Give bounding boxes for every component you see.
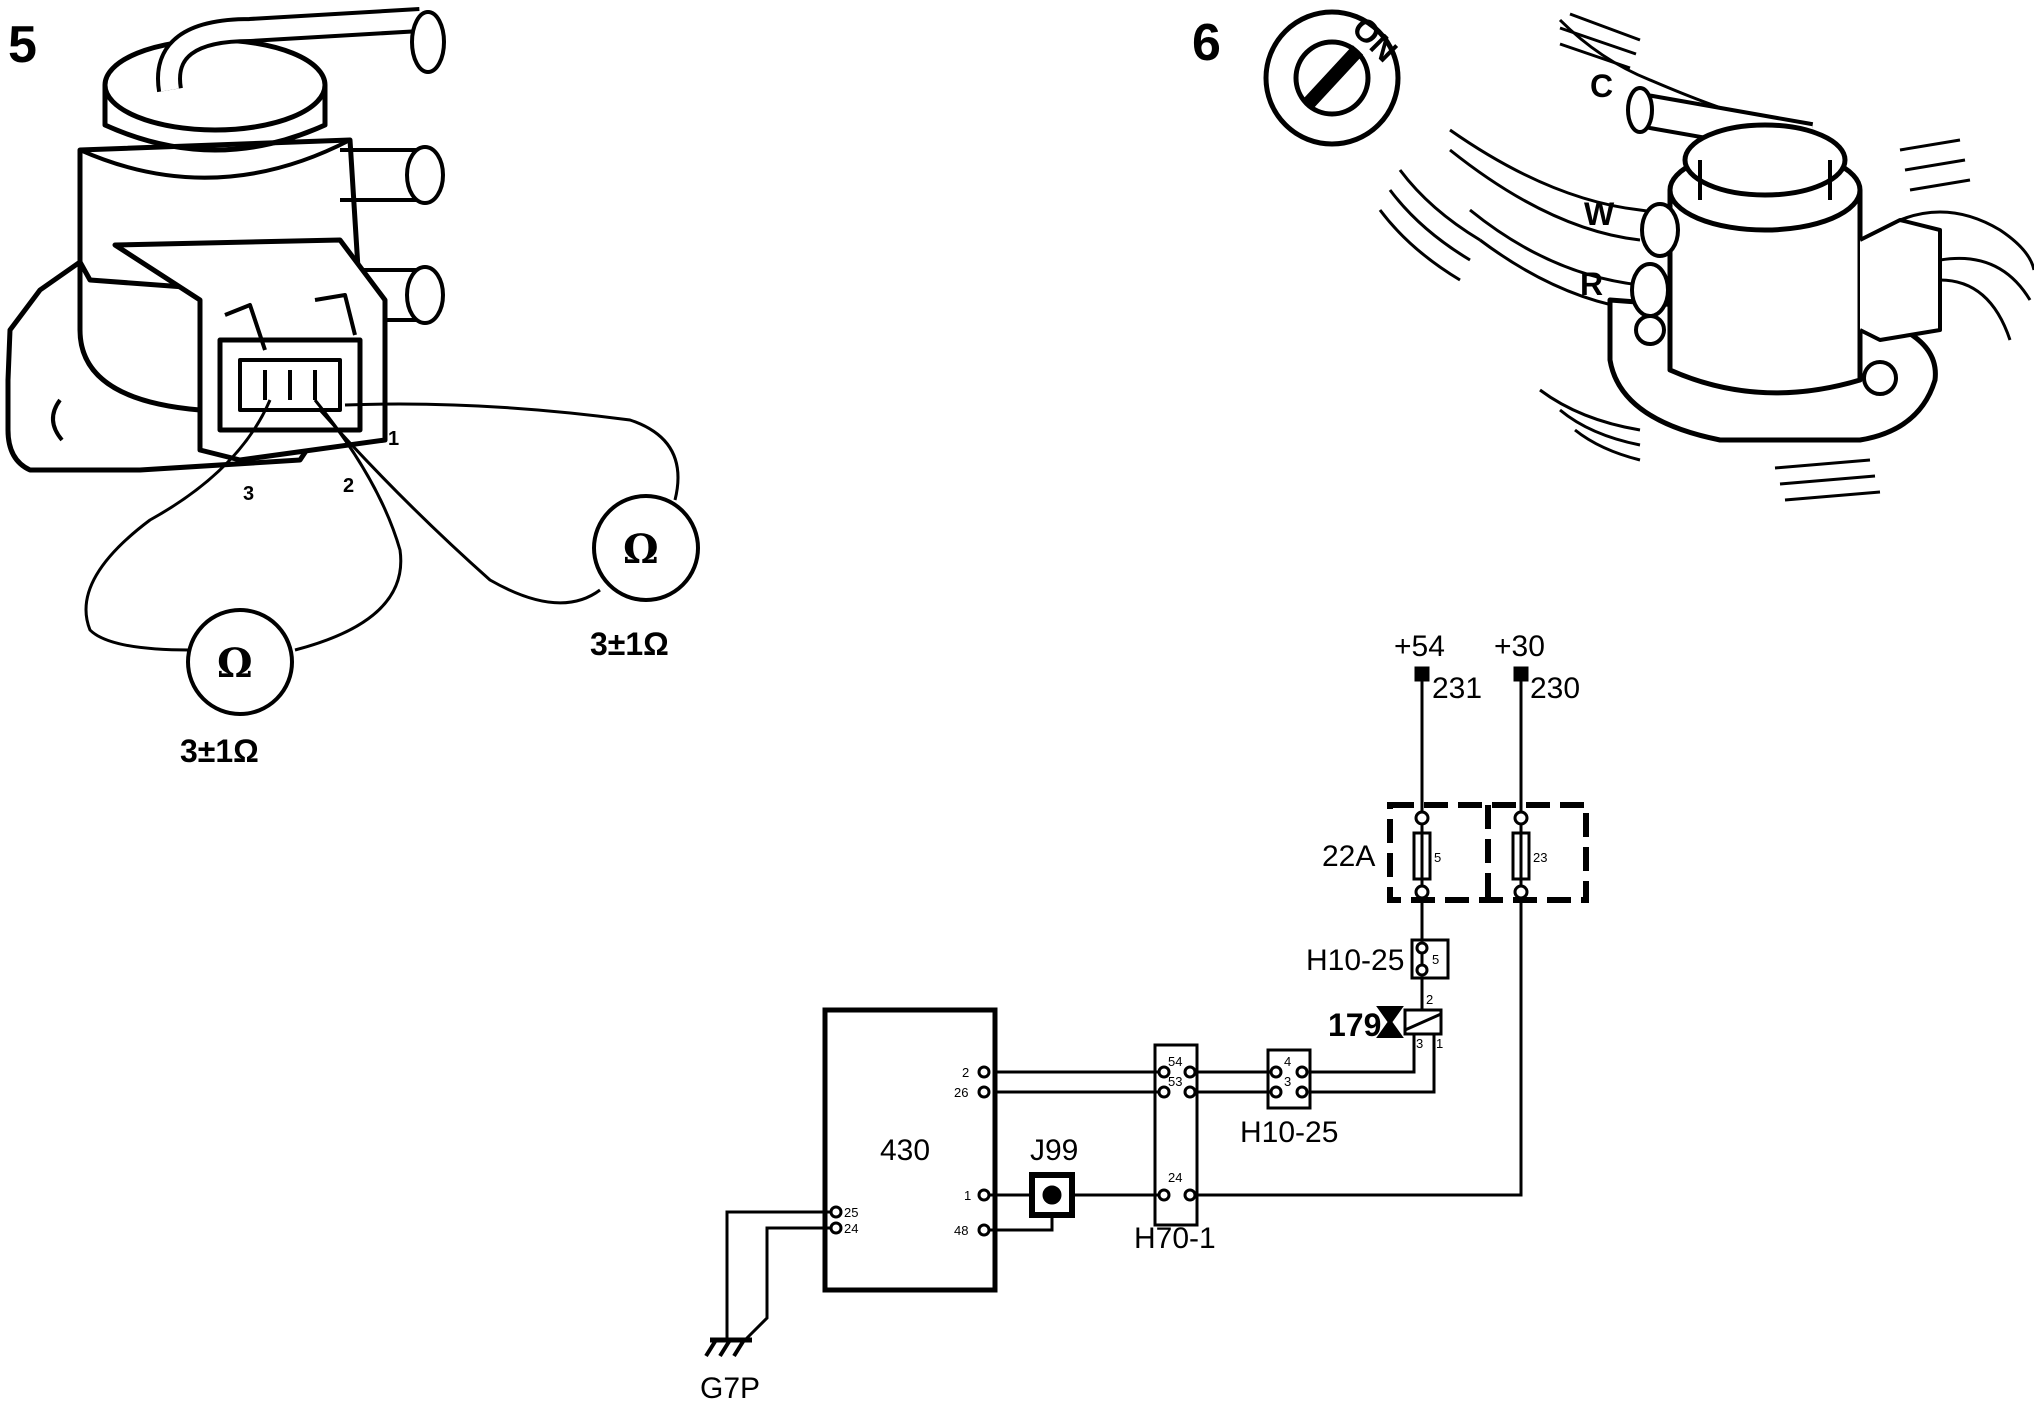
- valve-pin-3: 3: [1416, 1036, 1423, 1051]
- ohmmeter-right: Ω: [592, 494, 700, 602]
- connector-h70-label: H70-1: [1134, 1222, 1216, 1255]
- connector-mid-label: H10-25: [1240, 1116, 1338, 1149]
- junction-label: J99: [1030, 1134, 1078, 1167]
- junction-j99: J99: [1029, 1134, 1078, 1218]
- supply-30-terminal: +30: [1494, 630, 1545, 663]
- reading-left: 3±1Ω: [180, 733, 259, 769]
- valve-body: [1667, 190, 1863, 396]
- connector-top-label: H10-25: [1306, 944, 1404, 977]
- supply-54-terminal: +54: [1394, 630, 1445, 663]
- ecu-pin-48: 48: [954, 1223, 968, 1238]
- hose-label-r: R: [1580, 266, 1603, 302]
- fuse-box-22a: 22A 5 23: [1322, 802, 1589, 903]
- ground-label: G7P: [700, 1372, 760, 1405]
- valve-label: 179: [1328, 1007, 1381, 1043]
- connector-h10-25-top: 5 H10-25: [1306, 938, 1450, 980]
- pin-label-3: 3: [243, 483, 254, 505]
- figure-6-number: 6: [1192, 14, 1221, 72]
- ecu-pin-2: 2: [962, 1065, 969, 1080]
- connector-h70-pin-54: 54: [1168, 1054, 1182, 1069]
- ecu-pin-25: 25: [844, 1205, 858, 1220]
- figure-5-number: 5: [8, 16, 37, 74]
- ecu-pin-24: 24: [844, 1221, 858, 1236]
- ecu-430: 430 2 26 1 48 25 24: [822, 1007, 998, 1293]
- connector-mid-pin-3: 3: [1284, 1074, 1291, 1089]
- connector-top-pin: 5: [1432, 952, 1439, 967]
- connector-h70-pin-24: 24: [1168, 1170, 1182, 1185]
- pin-label-1: 1: [388, 428, 399, 450]
- connector-housing: [112, 237, 388, 463]
- wiring-schematic: +54 231 +30 230 22A 5 23: [700, 630, 1589, 1405]
- fuse-box-label: 22A: [1322, 840, 1375, 873]
- hose-label-c: C: [1590, 68, 1613, 104]
- lead-pin3: [84, 399, 272, 652]
- supply-54-wire: 231: [1432, 672, 1482, 705]
- ohmmeter-left: Ω: [186, 608, 294, 716]
- valve-pin-2: 2: [1426, 992, 1433, 1007]
- ohm-symbol-icon: Ω: [623, 526, 659, 573]
- valve-flange: [5, 259, 383, 473]
- terminal-square-icon: [1414, 666, 1430, 682]
- reading-right: 3±1Ω: [590, 626, 669, 662]
- connector-mid-pin-4: 4: [1284, 1054, 1291, 1069]
- connector-h70-1: 54 53 24 H70-1: [1134, 1043, 1216, 1255]
- valve-symbol-icon: [1376, 1006, 1404, 1038]
- flange-hole-icon: [51, 398, 64, 442]
- fuse-23-number: 23: [1533, 850, 1547, 865]
- lead-pin2: [294, 399, 403, 652]
- terminal-square-icon: [1513, 666, 1529, 682]
- valve-179: 179 3 1: [1328, 1006, 1443, 1051]
- ecu-pin-1: 1: [964, 1188, 971, 1203]
- figure-6: 6 ON: [1192, 9, 2034, 502]
- ohm-symbol-icon: Ω: [217, 640, 253, 687]
- valve-pin-1: 1: [1436, 1036, 1443, 1051]
- figure-5: 5 1 2 3: [5, 7, 700, 769]
- ecu-pin-26: 26: [954, 1085, 968, 1100]
- lead-pin2-b: [318, 409, 601, 605]
- lead-pin1: [344, 402, 680, 501]
- supply-30-wire: 230: [1530, 672, 1580, 705]
- ignition-switch-icon: ON: [1263, 9, 1405, 147]
- connector-h70-pin-53: 53: [1168, 1074, 1182, 1089]
- hose-label-w: W: [1584, 196, 1615, 232]
- ground-g7p: G7P: [700, 1337, 760, 1405]
- ecu-label: 430: [880, 1134, 930, 1167]
- connector-h10-25-mid: 4 3 H10-25: [1240, 1048, 1338, 1149]
- fuse-5-number: 5: [1434, 850, 1441, 865]
- pin-label-2: 2: [343, 475, 354, 497]
